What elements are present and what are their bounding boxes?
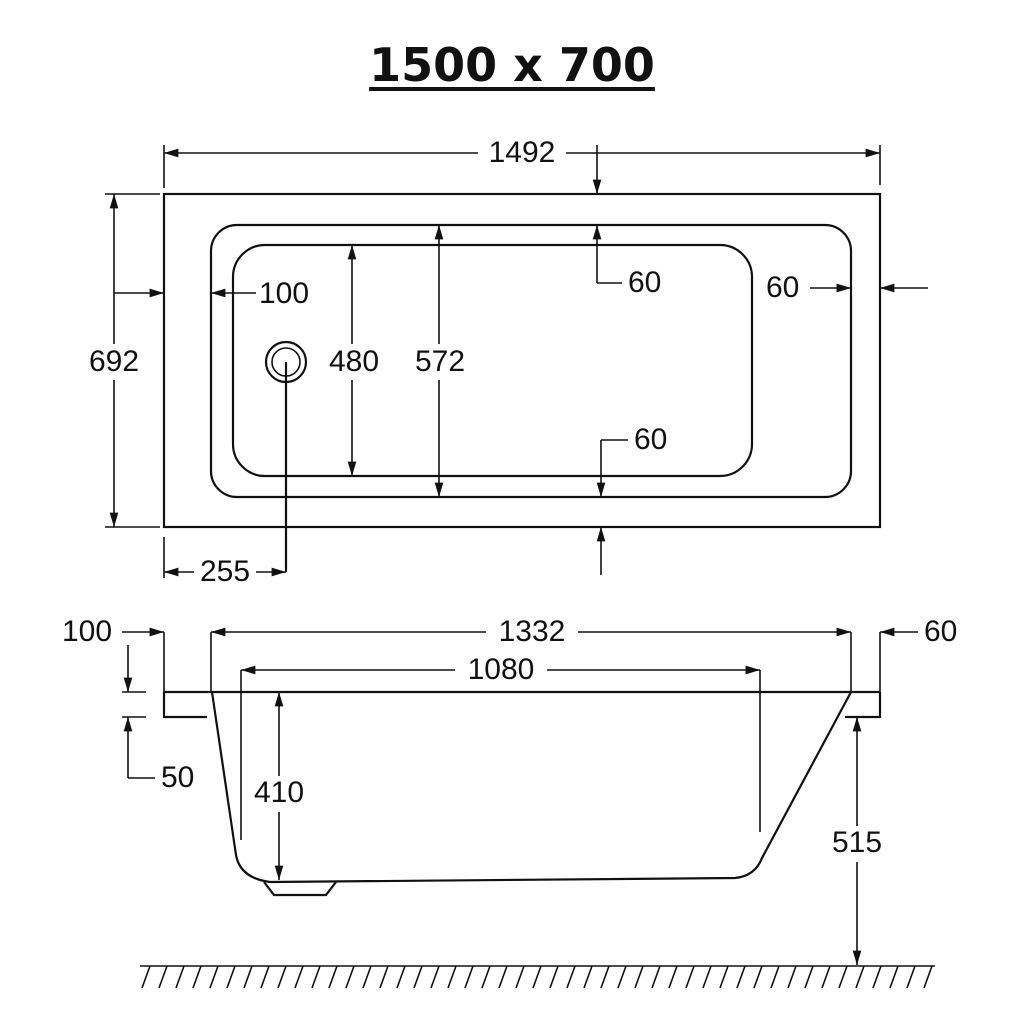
hatch-mark [226,965,236,989]
dim-top-rim: 60 [628,266,661,299]
hatch-mark [209,965,219,989]
dim-side-right-rim: 60 [924,615,957,648]
hatch-mark [158,965,168,989]
hatch-mark [702,965,712,989]
hatch-mark [345,965,355,989]
hatch-mark [498,965,508,989]
hatch-mark [464,965,474,989]
title-text: 1500 x 700 [369,38,655,92]
side-view: 100 50 1332 1080 410 60 515 [62,615,957,989]
hatch-mark [311,965,321,989]
dim-overall-length: 1492 [489,136,556,169]
dim-depth: 410 [254,776,304,809]
hatch-mark [753,965,763,989]
hatch-mark [889,965,899,989]
dim-left-rim: 100 [259,277,309,310]
hatch-mark [821,965,831,989]
hatch-mark [719,965,729,989]
hatch-mark [243,965,253,989]
hatch-mark [787,965,797,989]
hatch-mark [175,965,185,989]
hatch-mark [277,965,287,989]
dim-bottom-length: 1080 [468,653,535,686]
middle-outline [209,223,853,499]
diagram-title: 1500 x 700 [0,38,1024,92]
dim-overall-width: 692 [89,345,139,378]
hatch-mark [260,965,270,989]
hatch-mark [515,965,525,989]
hatch-mark [396,965,406,989]
dim-bottom-rim: 60 [634,423,667,456]
hatch-mark [447,965,457,989]
tub-foot [263,881,337,897]
dim-side-left-rim: 100 [62,615,112,648]
hatch-mark [362,965,372,989]
hatch-mark [617,965,627,989]
dim-inner-width: 480 [329,345,379,378]
hatch-mark [430,965,440,989]
hatch-mark [838,965,848,989]
hatch-mark [855,965,865,989]
hatch-mark [736,965,746,989]
dim-drain-offset: 255 [200,555,250,588]
floor-hatch [140,965,935,989]
hatch-mark [294,965,304,989]
dim-rim-thickness: 50 [161,761,194,794]
dim-height: 515 [832,826,882,859]
hatch-mark [668,965,678,989]
plan-view: 1492 60 60 692 100 480 572 60 [82,136,928,588]
hatch-mark [685,965,695,989]
hatch-mark [923,965,933,989]
outer-rim [162,192,882,529]
inner-basin [231,243,754,478]
hatch-mark [634,965,644,989]
hatch-mark [328,965,338,989]
dim-middle-width: 572 [415,345,465,378]
hatch-mark [549,965,559,989]
hatch-mark [141,965,151,989]
hatch-mark [651,965,661,989]
hatch-mark [583,965,593,989]
dim-right-rim: 60 [766,271,799,304]
hatch-mark [906,965,916,989]
hatch-mark [413,965,423,989]
hatch-mark [600,965,610,989]
hatch-mark [770,965,780,989]
hatch-mark [192,965,202,989]
hatch-mark [566,965,576,989]
hatch-mark [872,965,882,989]
tub-body [210,691,852,884]
hatch-mark [532,965,542,989]
hatch-mark [804,965,814,989]
hatch-mark [481,965,491,989]
hatch-mark [379,965,389,989]
dim-top-length: 1332 [499,615,566,648]
